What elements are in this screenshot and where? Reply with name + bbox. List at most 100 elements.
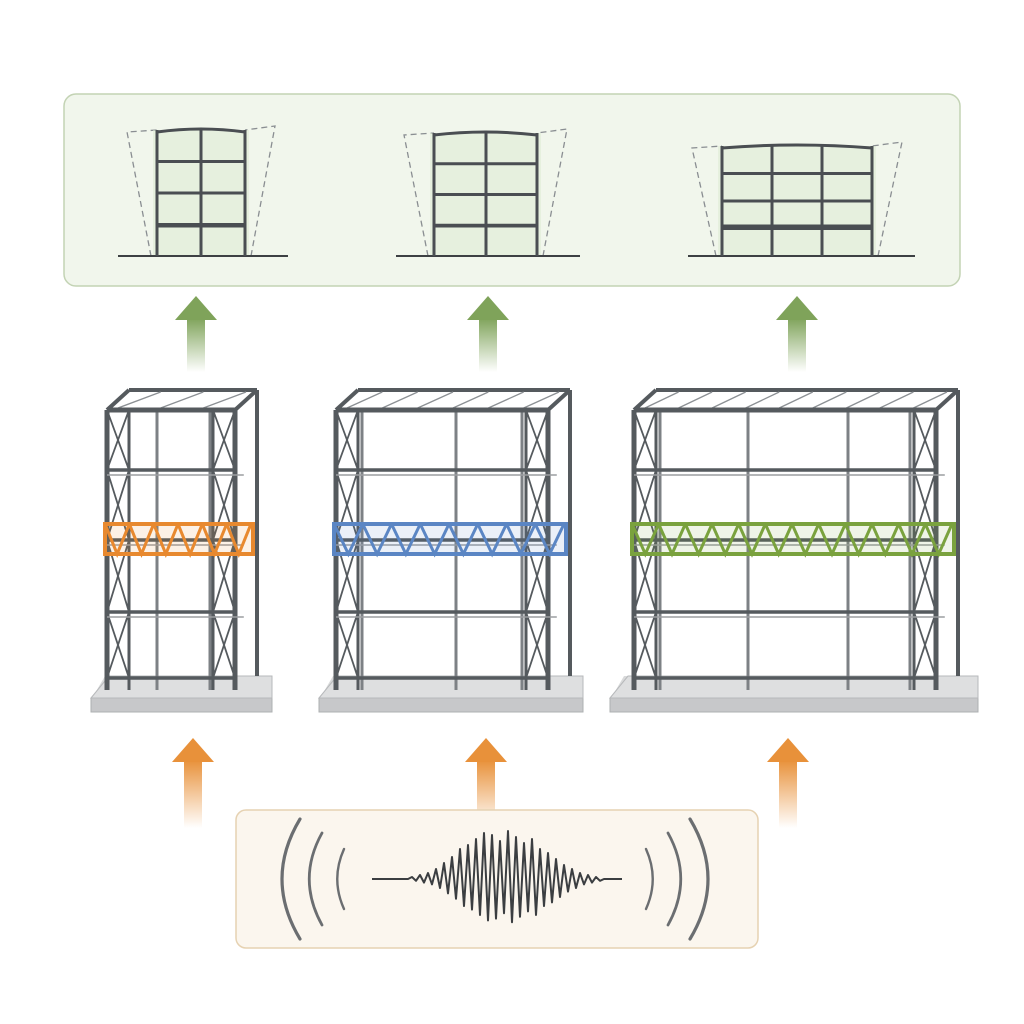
outrigger-truss-icon bbox=[103, 522, 255, 558]
frames bbox=[89, 388, 979, 713]
base-slab-surface bbox=[608, 675, 979, 699]
truss-diagonal bbox=[737, 523, 767, 558]
roof-brace bbox=[417, 391, 454, 409]
wave-arc-left bbox=[280, 817, 302, 941]
roof-brace bbox=[778, 391, 814, 409]
arrow-head bbox=[467, 296, 509, 320]
cross-brace bbox=[633, 611, 657, 679]
cross-brace bbox=[106, 409, 130, 471]
truss-diagonal bbox=[630, 523, 661, 558]
roof-brace bbox=[913, 391, 948, 409]
arrow-shaft bbox=[184, 760, 202, 828]
truss-diagonal bbox=[657, 523, 687, 558]
arrow-head bbox=[767, 738, 809, 762]
base-slab-edge bbox=[90, 697, 273, 713]
truss-diagonal bbox=[843, 523, 874, 558]
sway-outline-left bbox=[691, 145, 723, 257]
wave-arc-left bbox=[307, 831, 324, 927]
roof-brace bbox=[523, 391, 560, 409]
truss-diagonal bbox=[683, 523, 714, 558]
cross-brace bbox=[525, 611, 549, 679]
roof-brace bbox=[488, 391, 524, 409]
up-arrow-icon bbox=[467, 296, 509, 372]
ground-motion-panel bbox=[235, 809, 759, 949]
roof-beam bbox=[156, 127, 246, 134]
sway-outline-left bbox=[126, 129, 158, 257]
base-slab-surface bbox=[317, 675, 584, 699]
truss-diagonal bbox=[817, 523, 847, 558]
truss-diagonal bbox=[447, 523, 480, 558]
cross-brace bbox=[525, 409, 549, 471]
roof-brace bbox=[678, 391, 713, 409]
cross-brace bbox=[106, 469, 130, 541]
arrow-head bbox=[172, 738, 214, 762]
roof-brace bbox=[346, 391, 383, 409]
roof-brace bbox=[117, 391, 161, 409]
deformed-shapes bbox=[118, 125, 915, 257]
truss-diagonal bbox=[332, 523, 365, 558]
truss-diagonal bbox=[790, 523, 821, 558]
cross-brace bbox=[335, 409, 359, 471]
up-arrow-icon bbox=[175, 296, 217, 372]
arrow-shaft bbox=[187, 318, 205, 372]
cross-brace bbox=[212, 611, 236, 679]
cross-brace bbox=[212, 409, 236, 471]
cross-brace bbox=[335, 469, 359, 541]
roof-brace bbox=[644, 391, 679, 409]
roof-brace bbox=[160, 391, 204, 409]
sway-outline-left bbox=[403, 132, 435, 257]
cross-brace bbox=[212, 469, 236, 541]
seismogram-trace bbox=[372, 830, 622, 924]
roof-side-beam bbox=[334, 388, 360, 412]
arrow-shaft bbox=[788, 318, 806, 372]
arrow-head bbox=[776, 296, 818, 320]
cross-brace bbox=[913, 409, 937, 471]
truss-diagonal bbox=[476, 523, 508, 558]
seismic-wave-icon bbox=[280, 817, 710, 941]
deformed-shape-wide bbox=[688, 141, 915, 257]
base-slab-edge bbox=[609, 697, 979, 713]
cross-brace bbox=[106, 611, 130, 679]
arrow-head bbox=[175, 296, 217, 320]
sway-outline-right bbox=[244, 125, 276, 257]
wide-frame bbox=[608, 388, 979, 713]
output-arrows bbox=[175, 296, 818, 372]
roof-side-beam bbox=[233, 388, 259, 412]
roof-brace bbox=[812, 391, 847, 409]
roof-brace bbox=[382, 391, 418, 409]
up-arrow-icon bbox=[776, 296, 818, 372]
roof-side-beam bbox=[934, 388, 960, 412]
roof-beam bbox=[433, 130, 538, 137]
outrigger-truss-icon bbox=[332, 522, 568, 558]
arrow-shaft bbox=[479, 318, 497, 372]
sway-outline-right bbox=[536, 128, 568, 257]
outrigger-truss-icon bbox=[630, 522, 956, 558]
cross-brace bbox=[525, 469, 549, 541]
wave-arc-left bbox=[336, 847, 346, 911]
truss-diagonal bbox=[710, 523, 741, 558]
truss-diagonal bbox=[418, 523, 451, 558]
roof-brace bbox=[879, 391, 914, 409]
deformed-shape-medium bbox=[396, 128, 580, 257]
truss-diagonal bbox=[361, 523, 393, 558]
cross-brace bbox=[633, 469, 657, 541]
roof-brace bbox=[203, 391, 247, 409]
wave-arc-right bbox=[644, 847, 654, 911]
up-arrow-icon bbox=[172, 738, 214, 828]
medium-frame bbox=[317, 388, 584, 713]
roof-brace bbox=[846, 391, 881, 409]
wave-arc-right bbox=[666, 831, 683, 927]
roof-side-beam bbox=[632, 388, 658, 412]
truss-diagonal bbox=[533, 523, 566, 558]
cross-brace bbox=[335, 611, 359, 679]
cross-brace bbox=[913, 469, 937, 541]
wave-arc-right bbox=[688, 817, 710, 941]
roof-side-beam bbox=[105, 388, 131, 412]
roof-beam bbox=[721, 143, 873, 150]
cross-brace bbox=[633, 409, 657, 471]
cross-brace bbox=[913, 611, 937, 679]
roof-brace bbox=[745, 391, 780, 409]
truss-diagonal bbox=[176, 523, 204, 558]
truss-diagonal bbox=[127, 523, 156, 558]
